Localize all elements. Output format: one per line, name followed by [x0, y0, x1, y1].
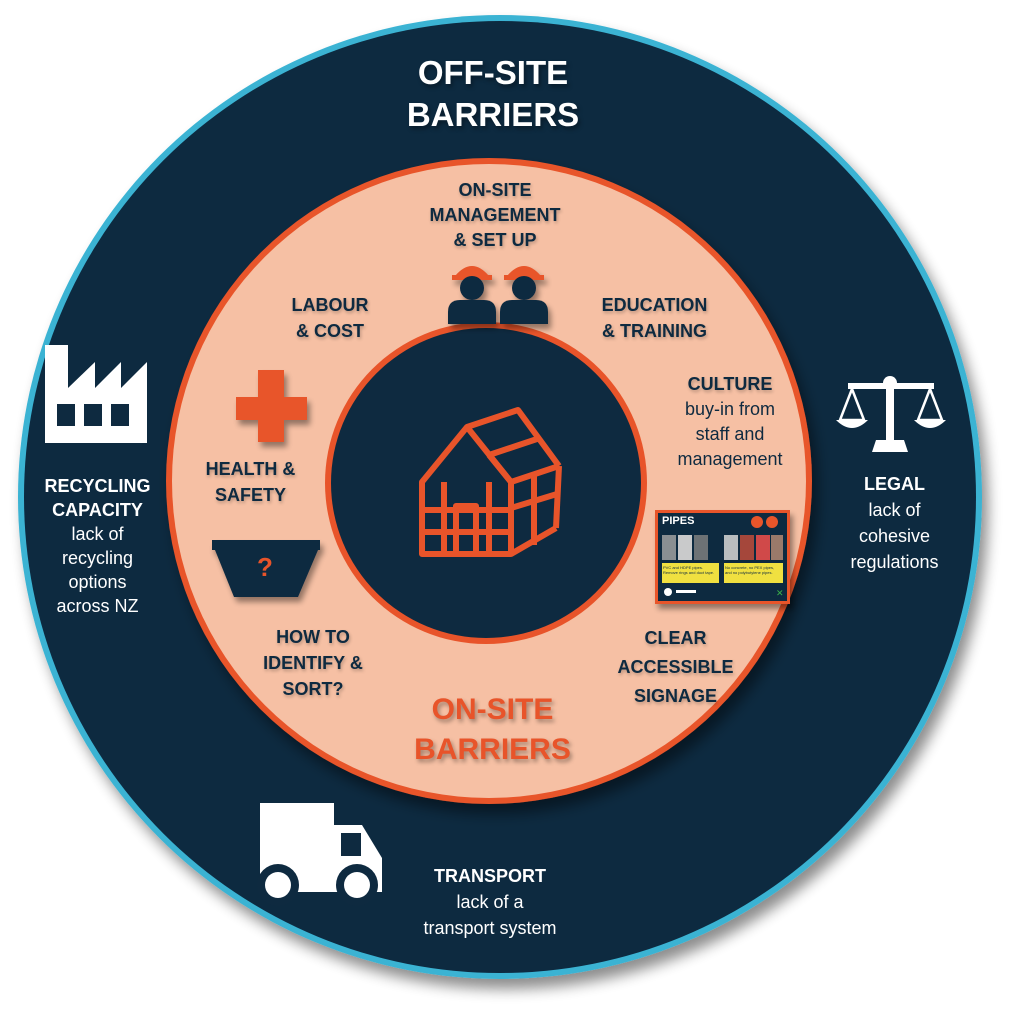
transport-label: TRANSPORT lack of a transport system	[423, 866, 557, 938]
truck-icon	[257, 803, 382, 906]
scales-icon	[836, 376, 946, 452]
labour-cost-label: LABOUR & COST	[291, 295, 369, 341]
identify-sort-label: HOW TO IDENTIFY & SORT?	[263, 627, 363, 699]
onsite-management-label: ON-SITE MANAGEMENT & SET UP	[429, 180, 561, 250]
onsite-title: ON-SITE BARRIERS	[414, 693, 571, 766]
question-mark: ?	[257, 552, 273, 582]
svg-text:✕: ✕	[776, 589, 784, 599]
workers-icon	[448, 266, 548, 324]
factory-icon	[45, 345, 147, 443]
house-frame-icon	[419, 407, 562, 557]
sign-yes-text: PVC and HDPE pipes. Remove rings and duc…	[663, 565, 715, 575]
recycling-capacity-label: RECYCLING CAPACITY lack of recycling opt…	[44, 476, 151, 616]
sign-no-text: No concrete, no PEX pipes, and no polybu…	[725, 565, 775, 575]
offsite-title: OFF-SITE BARRIERS	[406, 54, 580, 133]
culture-label: CULTURE buy-in from staff and management	[677, 374, 783, 469]
medical-cross-icon	[236, 370, 307, 442]
education-training-label: EDUCATION & TRAINING	[601, 295, 708, 341]
signage-label: CLEAR ACCESSIBLE SIGNAGE	[617, 628, 734, 706]
health-safety-label: HEALTH & SAFETY	[205, 459, 296, 505]
sign-icon: ✕	[655, 510, 790, 604]
skip-bin-icon	[212, 540, 320, 597]
legal-label: LEGAL lack of cohesive regulations	[850, 474, 939, 572]
sign-title: PIPES	[662, 515, 695, 527]
